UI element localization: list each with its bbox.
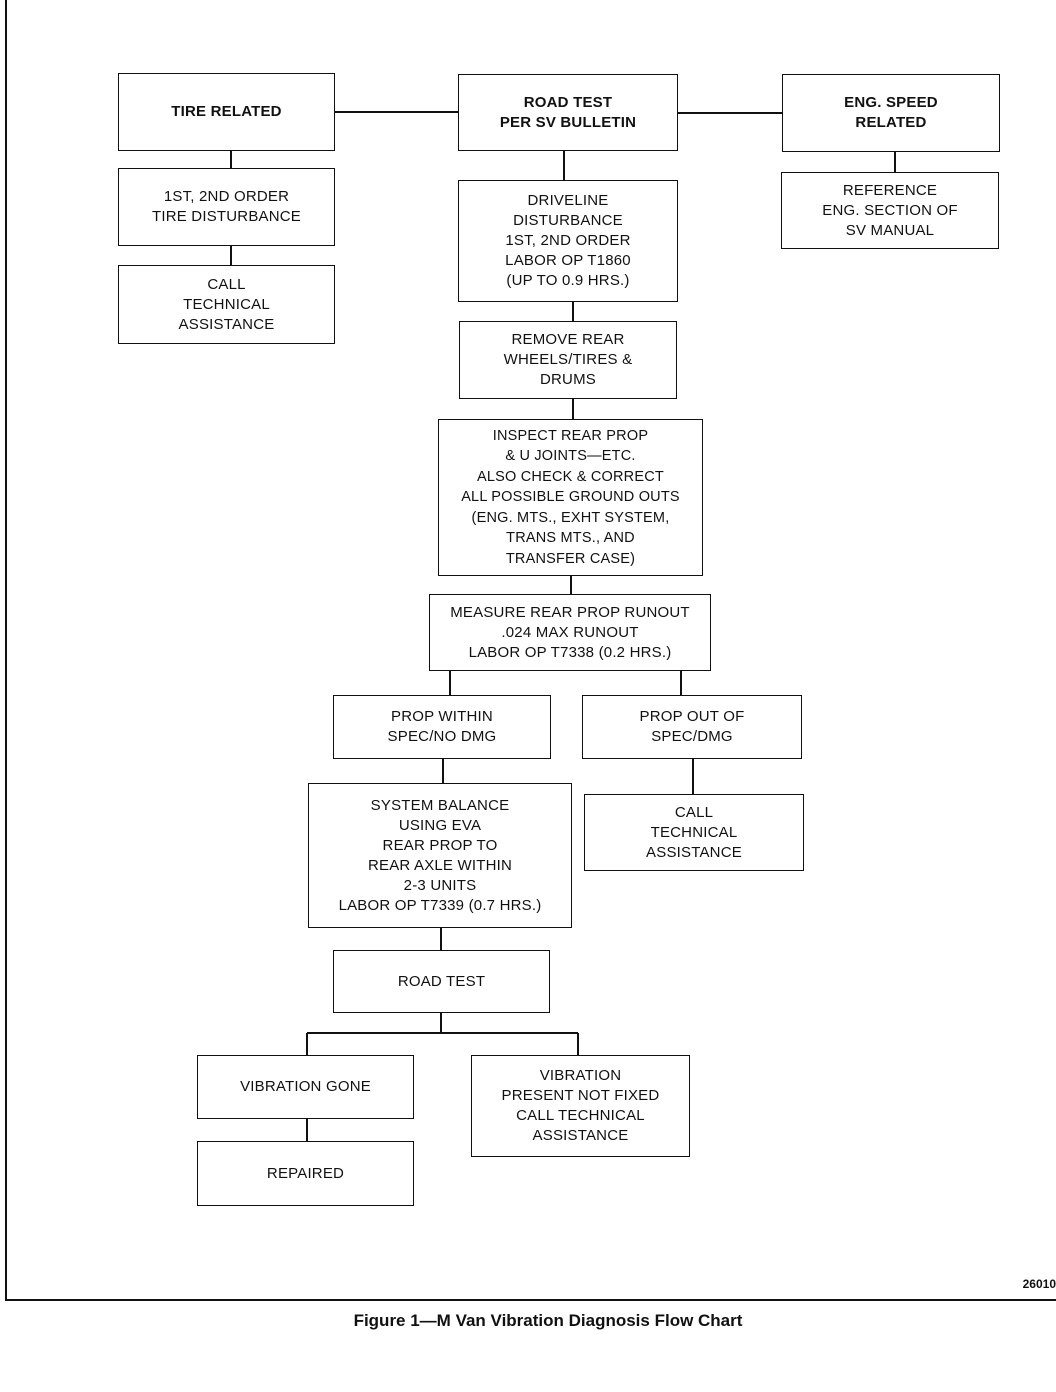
box-inspect-rear-prop: INSPECT REAR PROP & U JOINTS—ETC. ALSO C… [438, 419, 703, 576]
box-vibration-present: VIBRATION PRESENT NOT FIXED CALL TECHNIC… [471, 1055, 690, 1157]
box-road-test-sv-bulletin: ROAD TEST PER SV BULLETIN [458, 74, 678, 151]
box-prop-within-spec: PROP WITHIN SPEC/NO DMG [333, 695, 551, 759]
box-call-technical-assistance-1: CALL TECHNICAL ASSISTANCE [118, 265, 335, 344]
box-prop-out-of-spec: PROP OUT OF SPEC/DMG [582, 695, 802, 759]
frame-left-border [5, 0, 7, 1300]
box-eng-speed-related: ENG. SPEED RELATED [782, 74, 1000, 152]
box-driveline-disturbance: DRIVELINE DISTURBANCE 1ST, 2ND ORDER LAB… [458, 180, 678, 302]
box-tire-disturbance: 1ST, 2ND ORDER TIRE DISTURBANCE [118, 168, 335, 246]
box-call-technical-assistance-2: CALL TECHNICAL ASSISTANCE [584, 794, 804, 871]
box-tire-related: TIRE RELATED [118, 73, 335, 151]
box-system-balance: SYSTEM BALANCE USING EVA REAR PROP TO RE… [308, 783, 572, 928]
box-repaired: REPAIRED [197, 1141, 414, 1206]
frame-bottom-border [5, 1299, 1056, 1301]
box-measure-rear-prop-runout: MEASURE REAR PROP RUNOUT .024 MAX RUNOUT… [429, 594, 711, 671]
figure-id: 26010 [1022, 1277, 1056, 1291]
box-road-test: ROAD TEST [333, 950, 550, 1013]
box-vibration-gone: VIBRATION GONE [197, 1055, 414, 1119]
box-remove-rear-wheels: REMOVE REAR WHEELS/TIRES & DRUMS [459, 321, 677, 399]
figure-caption: Figure 1—M Van Vibration Diagnosis Flow … [353, 1311, 743, 1330]
box-reference-eng-section: REFERENCE ENG. SECTION OF SV MANUAL [781, 172, 999, 249]
connector-lines [230, 111, 896, 1141]
